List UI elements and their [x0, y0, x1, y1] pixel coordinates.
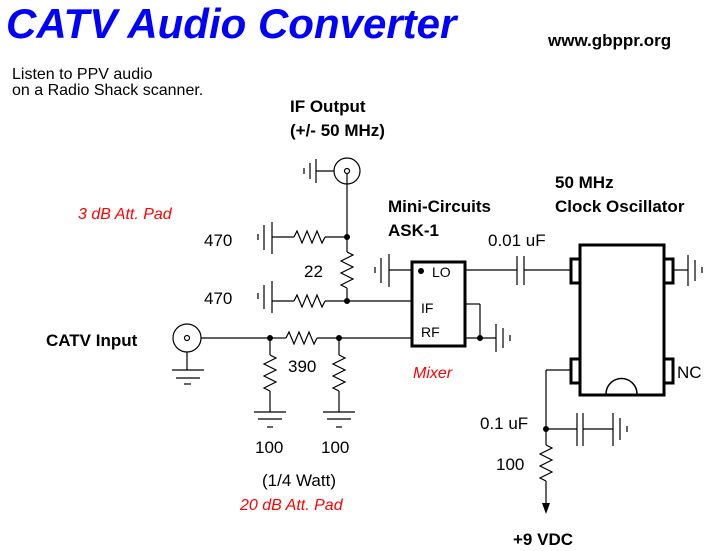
mixer-pin-if: IF	[421, 300, 433, 316]
pad-20db-label: 20 dB Att. Pad	[239, 497, 344, 514]
r-470-bottom-resistor	[257, 281, 412, 313]
page-title: CATV Audio Converter	[6, 0, 459, 47]
r-100-right-value: 100	[321, 438, 349, 457]
pad-20db	[254, 330, 412, 428]
description-line-2: on a Radio Shack scanner.	[12, 82, 203, 99]
if-output-freq-label: (+/- 50 MHz)	[290, 121, 385, 140]
nc-label: NC	[677, 363, 702, 382]
description-line-1: Listen to PPV audio	[12, 66, 153, 83]
if-output-connector	[303, 157, 361, 237]
site-url: www.gbppr.org	[547, 31, 671, 50]
clock-oscillator	[545, 243, 703, 429]
r-470-bottom-value: 470	[204, 289, 232, 308]
mixer-pin-rf: RF	[421, 324, 440, 340]
osc-name-label: Clock Oscillator	[555, 197, 685, 216]
r-22-resistor	[339, 237, 355, 301]
c-lo-value: 0.01 uF	[488, 231, 546, 250]
wattage-label: (1/4 Watt)	[262, 471, 336, 490]
supply-network	[538, 413, 628, 514]
r-470-top-resistor	[257, 222, 350, 254]
mixer-part-label: ASK-1	[388, 221, 439, 240]
osc-freq-label: 50 MHz	[555, 173, 614, 192]
catv-input-label: CATV Input	[46, 331, 138, 350]
r-470-top-value: 470	[204, 231, 232, 250]
mixer-name-label: Mini-Circuits	[388, 197, 491, 216]
r-390-value: 390	[288, 357, 316, 376]
mixer-pin-lo: LO	[432, 264, 451, 280]
r-100-left-value: 100	[255, 438, 283, 457]
pad-3db-label: 3 dB Att. Pad	[78, 206, 173, 223]
supply-label: +9 VDC	[513, 530, 573, 549]
r-supply-value: 100	[496, 455, 524, 474]
c-lo-capacitor	[516, 256, 570, 285]
c-bypass-value: 0.1 uF	[480, 414, 528, 433]
mixer-caption: Mixer	[413, 365, 453, 382]
mixer-ask1	[374, 254, 517, 352]
if-output-label: IF Output	[290, 97, 366, 116]
r-22-value: 22	[304, 262, 323, 281]
catv-input-connector	[172, 323, 270, 385]
